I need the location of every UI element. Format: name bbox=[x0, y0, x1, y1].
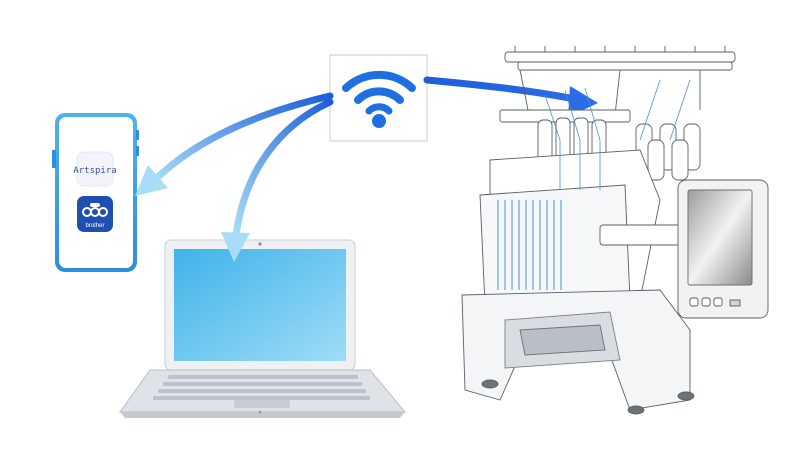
brother-app-label: brother bbox=[85, 223, 104, 229]
wifi-hub bbox=[329, 54, 428, 142]
hoop bbox=[504, 311, 621, 369]
thread-spools bbox=[537, 117, 701, 181]
wifi-icon bbox=[342, 70, 416, 115]
artspira-app-label: Artspira bbox=[73, 166, 116, 176]
arrow-to-machine bbox=[423, 76, 598, 117]
arrow-to-laptop bbox=[221, 98, 334, 262]
brother-app-icon[interactable]: brother bbox=[77, 196, 113, 232]
control-panel[interactable] bbox=[677, 179, 769, 319]
thread-guide-pins bbox=[514, 46, 726, 52]
arrow-to-phone bbox=[135, 92, 334, 196]
smartphone: Artspira brother bbox=[52, 113, 139, 272]
thread-lines bbox=[544, 79, 691, 190]
artspira-app-icon[interactable]: Artspira bbox=[73, 151, 117, 187]
laptop-keyboard bbox=[153, 375, 370, 400]
laptop bbox=[119, 239, 407, 418]
needle-bars bbox=[497, 200, 562, 290]
embroidery-machine bbox=[461, 46, 769, 415]
